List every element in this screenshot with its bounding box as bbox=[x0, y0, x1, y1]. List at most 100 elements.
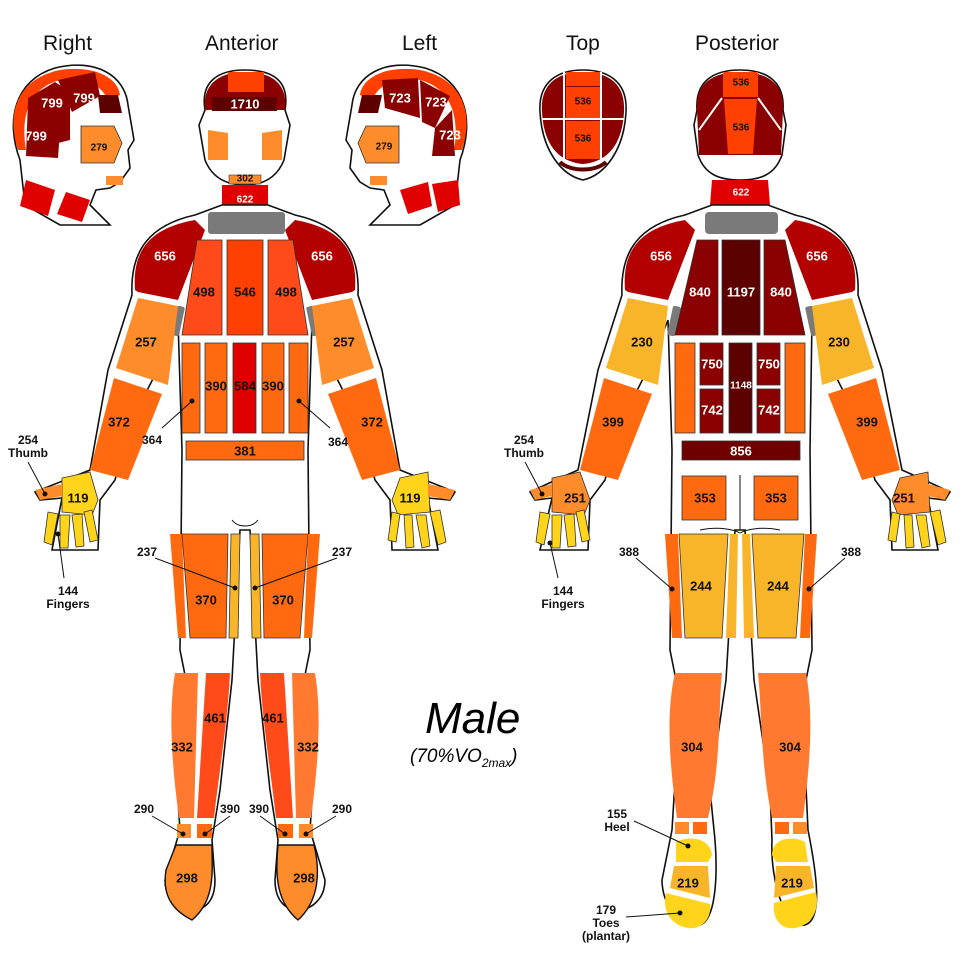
value-post-buttock-l: 353 bbox=[694, 491, 716, 506]
value-right-cheek: 279 bbox=[91, 143, 108, 154]
value-ant-abd-l: 390 bbox=[262, 379, 284, 394]
head-left-view: 723 723 723 279 bbox=[345, 64, 468, 226]
value-post-upperarm-l: 230 bbox=[631, 335, 653, 350]
label-ant-inner-thigh-r: 237 bbox=[137, 545, 157, 559]
value-left-back-lower: 723 bbox=[439, 128, 461, 143]
view-title-top: Top bbox=[566, 32, 600, 55]
label-post-outer-thigh-r: 388 bbox=[841, 545, 861, 559]
value-ant-chest-r: 498 bbox=[193, 285, 215, 300]
value-ant-forearm-r: 372 bbox=[108, 415, 130, 430]
value-ant-lowerabd: 381 bbox=[234, 444, 256, 459]
label-post-thumb: Thumb bbox=[504, 446, 544, 460]
value-posterior-head-upper: 536 bbox=[733, 78, 750, 89]
label-post-thumb-value: 254 bbox=[514, 433, 534, 447]
value-ant-foot-r: 298 bbox=[176, 871, 198, 886]
head-top-view: 536 536 bbox=[539, 69, 627, 181]
value-top-back: 536 bbox=[575, 134, 592, 145]
value-posterior-neck: 622 bbox=[733, 188, 750, 199]
head-anterior: 1710 302 622 bbox=[198, 69, 291, 206]
label-post-toes: Toes bbox=[592, 916, 619, 930]
value-post-upperback-c: 1197 bbox=[727, 285, 755, 300]
label-post-toes-value: 179 bbox=[596, 903, 616, 917]
value-post-hand-l: 251 bbox=[564, 491, 586, 506]
value-ant-thigh-r: 370 bbox=[195, 593, 217, 608]
value-ant-shoulder-r: 656 bbox=[154, 249, 176, 264]
value-ant-palm-r: 119 bbox=[68, 491, 89, 506]
subtitle-prefix: (70%VO bbox=[410, 746, 482, 767]
value-anterior-chin: 302 bbox=[237, 174, 254, 185]
value-post-forearm-r: 399 bbox=[856, 415, 878, 430]
value-post-shoulder-r: 656 bbox=[806, 249, 828, 264]
value-ant-abd-r: 390 bbox=[205, 379, 227, 394]
value-ant-chest-l: 498 bbox=[275, 285, 297, 300]
label-ant-ankle-out-r: 290 bbox=[134, 802, 154, 816]
body-anterior: 656 656 498 546 498 257 257 390 584 390 … bbox=[8, 204, 457, 921]
label-ant-fingers-value: 144 bbox=[58, 584, 78, 598]
diagram-title: Male bbox=[425, 694, 521, 743]
value-post-upperback-l: 840 bbox=[689, 285, 711, 300]
label-ant-inner-thigh-l: 237 bbox=[332, 545, 352, 559]
view-title-anterior: Anterior bbox=[205, 32, 279, 55]
value-ant-abd-c: 584 bbox=[234, 379, 256, 394]
head-posterior: 536 536 622 bbox=[693, 69, 787, 205]
value-post-calf-l: 304 bbox=[681, 740, 703, 755]
value-right-crown: 799 bbox=[41, 96, 63, 111]
value-post-hand-r: 251 bbox=[893, 491, 915, 506]
value-posterior-head-lower: 536 bbox=[733, 123, 750, 134]
value-post-calf-r: 304 bbox=[779, 740, 801, 755]
value-ant-forearm-l: 372 bbox=[361, 415, 383, 430]
value-ant-calf-r: 332 bbox=[171, 740, 193, 755]
label-ant-ankle-out-l: 290 bbox=[332, 802, 352, 816]
subtitle-subscript: 2max bbox=[481, 755, 512, 770]
value-ant-chest-c: 546 bbox=[234, 285, 256, 300]
value-post-midback-l: 750 bbox=[701, 357, 723, 372]
label-ant-thumb: Thumb bbox=[8, 446, 48, 460]
value-post-sole-r: 219 bbox=[781, 876, 803, 891]
label-ant-ankle-in-l: 390 bbox=[249, 802, 269, 816]
value-right-back-upper: 799 bbox=[73, 91, 95, 106]
label-ant-ankle-in-r: 390 bbox=[220, 802, 240, 816]
label-post-heel: Heel bbox=[604, 820, 629, 834]
view-title-posterior: Posterior bbox=[695, 32, 779, 55]
value-ant-thigh-l: 370 bbox=[272, 593, 294, 608]
value-post-lowback-r: 742 bbox=[758, 403, 780, 418]
value-post-hamstring-r: 244 bbox=[767, 579, 789, 594]
value-post-midback-r: 750 bbox=[758, 357, 780, 372]
value-left-back-upper: 723 bbox=[425, 95, 447, 110]
label-ant-flank-l: 364 bbox=[328, 435, 348, 449]
label-ant-flank-r: 364 bbox=[142, 433, 162, 447]
value-post-lowback-l: 742 bbox=[701, 403, 723, 418]
label-post-heel-value: 155 bbox=[607, 807, 627, 821]
label-post-fingers: Fingers bbox=[541, 597, 585, 611]
value-ant-shoulder-l: 656 bbox=[311, 249, 333, 264]
value-ant-upperarm-r: 257 bbox=[135, 335, 157, 350]
value-post-hamstring-l: 244 bbox=[690, 579, 712, 594]
value-ant-calf-l: 332 bbox=[297, 740, 319, 755]
value-post-spine: 1148 bbox=[730, 381, 752, 392]
diagram-subtitle: (70%VO2max) bbox=[410, 746, 517, 770]
value-right-back-lower: 799 bbox=[25, 129, 47, 144]
value-ant-shin-r: 461 bbox=[204, 711, 226, 726]
value-top-front: 536 bbox=[575, 97, 592, 108]
body-posterior: 656 656 840 1197 840 230 230 750 750 114… bbox=[504, 204, 952, 943]
label-ant-fingers: Fingers bbox=[46, 597, 90, 611]
subtitle-suffix: ) bbox=[511, 746, 518, 767]
value-post-forearm-l: 399 bbox=[602, 415, 624, 430]
label-ant-thumb-value: 254 bbox=[18, 433, 38, 447]
head-right-view: 799 799 799 279 bbox=[12, 64, 135, 226]
value-anterior-forehead: 1710 bbox=[231, 97, 260, 112]
value-ant-shin-l: 461 bbox=[262, 711, 284, 726]
value-left-cheek: 279 bbox=[376, 142, 393, 153]
view-title-right: Right bbox=[43, 32, 92, 55]
label-post-toes-plantar: (plantar) bbox=[582, 929, 630, 943]
label-post-fingers-value: 144 bbox=[553, 584, 573, 598]
value-left-crown: 723 bbox=[389, 91, 411, 106]
value-anterior-neck: 622 bbox=[237, 195, 254, 206]
value-post-sole-l: 219 bbox=[677, 876, 699, 891]
value-post-lumbar: 856 bbox=[730, 444, 752, 459]
value-post-shoulder-l: 656 bbox=[650, 249, 672, 264]
value-post-buttock-r: 353 bbox=[765, 491, 787, 506]
view-title-left: Left bbox=[402, 32, 437, 55]
value-post-upperarm-r: 230 bbox=[828, 335, 850, 350]
